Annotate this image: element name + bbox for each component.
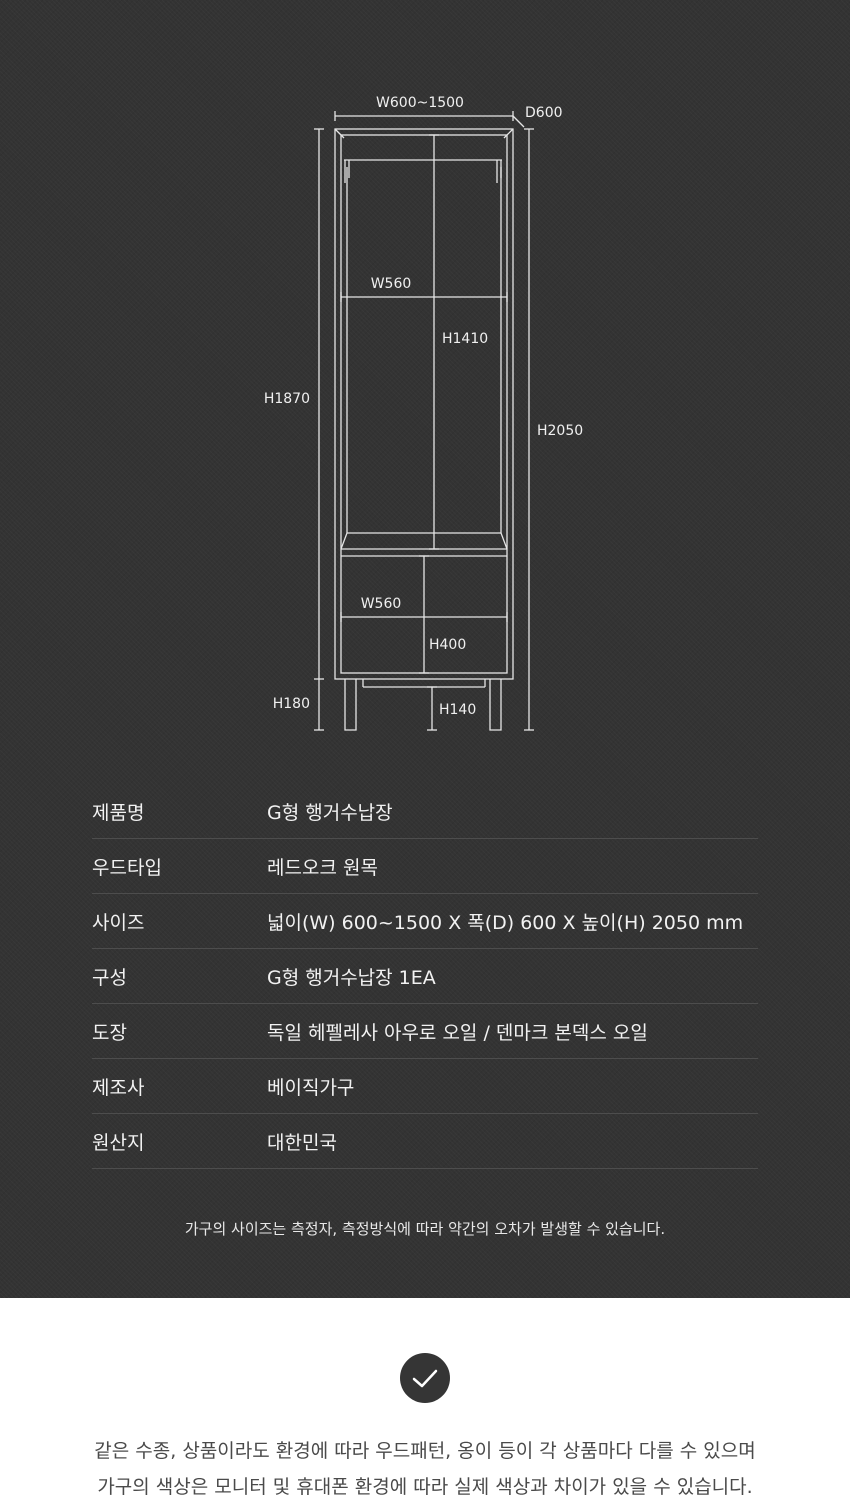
cabinet-top-edge-right <box>503 128 514 139</box>
spec-table: 제품명 G형 행거수납장 우드타입 레드오크 원목 사이즈 넓이(W) 600~… <box>92 784 758 1169</box>
spec-value: 독일 헤펠레사 아우로 오일 / 덴마크 본덱스 오일 <box>267 1022 648 1044</box>
notice-line-1: 같은 수종, 상품이라도 환경에 따라 우드패턴, 옹이 등이 각 상품마다 다… <box>94 1440 756 1462</box>
spec-value: G형 행거수납장 <box>267 802 393 824</box>
cabinet-outer-frame <box>334 128 514 680</box>
spec-label: 사이즈 <box>92 912 145 934</box>
spec-label: 우드타입 <box>92 857 162 879</box>
spec-row-composition: 구성 G형 행거수납장 1EA <box>92 949 758 1004</box>
dim-depth-line <box>512 115 525 128</box>
label-total-width: W600~1500 <box>376 95 464 111</box>
label-leg-height-left: H180 <box>273 696 310 712</box>
spec-row-manufacturer: 제조사 베이직가구 <box>92 1059 758 1114</box>
spec-label: 제조사 <box>92 1077 145 1099</box>
leg-left <box>344 679 357 731</box>
spec-value: 베이직가구 <box>267 1077 355 1099</box>
cabinet-dimension-diagram: W600~1500 D600 W560 H1410 H1870 H2050 W5… <box>264 95 583 731</box>
spec-row-wood-type: 우드타입 레드오크 원목 <box>92 839 758 894</box>
label-depth: D600 <box>525 105 563 121</box>
notice-line-2: 가구의 색상은 모니터 및 휴대폰 환경에 따라 실제 색상과 차이가 있을 수… <box>97 1476 753 1498</box>
spec-value: 넓이(W) 600~1500 X 폭(D) 600 X 높이(H) 2050 m… <box>267 912 744 934</box>
shelf-right-edge <box>500 532 508 550</box>
spec-label: 제품명 <box>92 802 145 824</box>
spec-label: 구성 <box>92 967 127 989</box>
spec-value: 레드오크 원목 <box>267 857 378 879</box>
label-total-height: H2050 <box>537 423 583 439</box>
shelf-left-edge <box>340 532 348 550</box>
size-tolerance-note: 가구의 사이즈는 측정자, 측정방식에 따라 약간의 오차가 발생할 수 있습니… <box>184 1220 666 1238</box>
label-drawer-height: H400 <box>429 637 466 653</box>
spec-row-origin: 원산지 대한민국 <box>92 1114 758 1169</box>
label-inner-width-drawer: W560 <box>361 596 402 612</box>
spec-label: 도장 <box>92 1022 127 1044</box>
label-inner-height: H1410 <box>442 331 488 347</box>
label-frame-height: H1870 <box>264 391 310 407</box>
check-icon <box>400 1353 450 1403</box>
spec-row-finish: 도장 독일 헤펠레사 아우로 오일 / 덴마크 본덱스 오일 <box>92 1004 758 1059</box>
spec-row-product-name: 제품명 G형 행거수납장 <box>92 784 758 839</box>
spec-value: 대한민국 <box>267 1132 337 1154</box>
label-leg-height-center: H140 <box>439 702 476 718</box>
spec-label: 원산지 <box>92 1132 145 1154</box>
label-inner-width-top: W560 <box>371 276 412 292</box>
cabinet-top-edge-left <box>334 128 345 139</box>
spec-value: G형 행거수납장 1EA <box>267 967 436 989</box>
spec-row-size: 사이즈 넓이(W) 600~1500 X 폭(D) 600 X 높이(H) 20… <box>92 894 758 949</box>
dark-spec-panel: W600~1500 D600 W560 H1410 H1870 H2050 W5… <box>0 0 850 1298</box>
leg-right <box>489 679 502 731</box>
